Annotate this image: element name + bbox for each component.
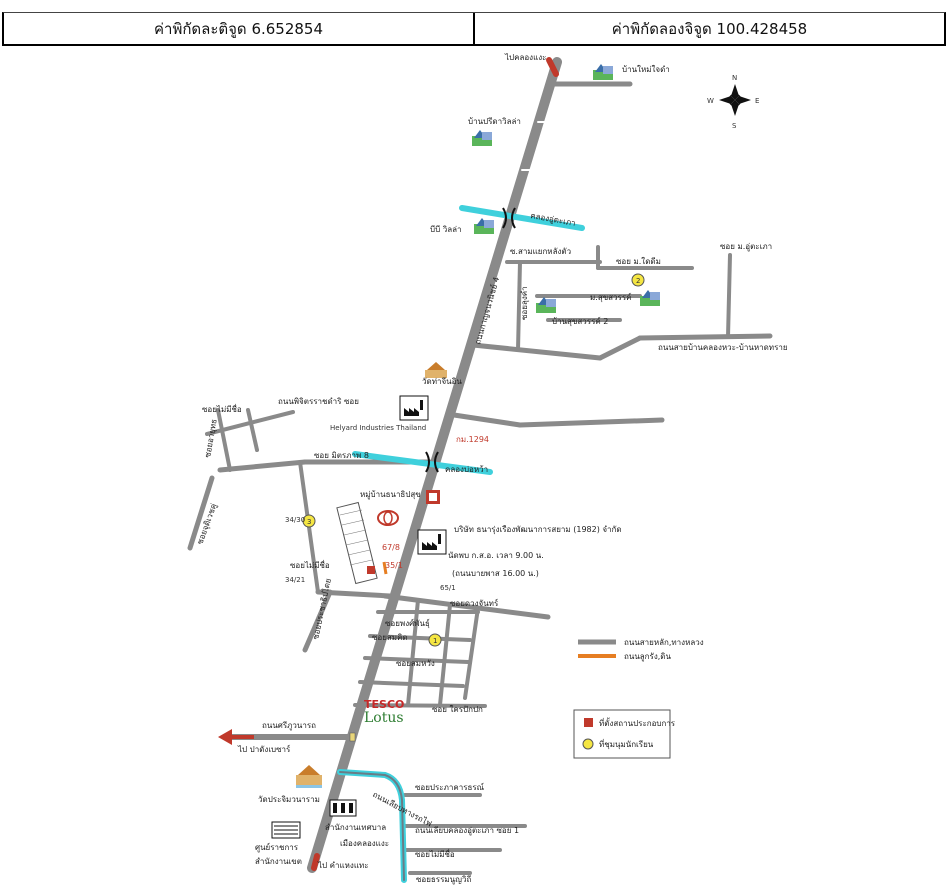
- label-to-north: ไปคลองแงะ: [504, 53, 546, 62]
- lotus-logo: Lotus: [364, 710, 404, 726]
- label-market: ศูนย์ราชการ: [255, 842, 299, 853]
- compass-east: E: [755, 97, 759, 105]
- label-soi-e: ซอยไม่มีชื่อ: [202, 403, 242, 414]
- label-district: สำนักงานเทศบาล: [325, 823, 386, 832]
- label-soi-p: ซอย ใครปักปก: [432, 705, 483, 714]
- label-village-5: บ้านสุขสวรรค์ 2: [552, 316, 608, 326]
- canals: [337, 205, 585, 883]
- label-soi-b: ซอย ม.ใดดีม: [616, 257, 661, 266]
- south-arrow-icon: [311, 853, 320, 871]
- label-km-marker: กม.1294: [456, 435, 489, 444]
- village-icon: [536, 297, 556, 313]
- legend-red-square: [584, 718, 593, 727]
- office-building-icon: [271, 821, 301, 839]
- label-village-6: หมู่บ้านธนาธิปสุข: [360, 490, 421, 500]
- village-icons: [472, 64, 660, 313]
- label-soi-c: ซอย ม.อู่ตะเภา: [720, 242, 772, 252]
- latitude-label: ค่าพิกัดละติจูด 6.652854: [153, 19, 324, 38]
- label-soi-a: ซ.สามแยกหลังตัว: [510, 247, 571, 256]
- longitude-label: ค่าพิกัดลองจิจูด 100.428458: [473, 13, 944, 44]
- legend-yellow-circle: [582, 738, 594, 750]
- label-meeting-line-1: นัดพบ ก.ส.อ. เวลา 9.00 น.: [448, 551, 544, 560]
- svg-text:1: 1: [433, 637, 437, 645]
- village-icon: [593, 64, 613, 80]
- legend-alt-road: ถนนลูกรัง,ดิน: [624, 652, 671, 662]
- label-soi-l: ซอยดวงจันทร์: [450, 598, 499, 608]
- label-to-west: ไป ปาดังเบซาร์: [237, 744, 291, 754]
- label-soi-t: ซอยไม่มีชื่อ: [415, 848, 455, 859]
- label-company: บริษัท ธนารุ่งเรืองพัฒนาการสยาม (1982) จ…: [454, 525, 622, 534]
- label-soi-j: ซอยไม่มีชื่อ: [290, 559, 330, 570]
- village-icon: [640, 290, 660, 306]
- label-red-number-1: 67/8: [382, 543, 400, 552]
- svg-text:2: 2: [636, 277, 640, 285]
- label-village-4: ม.สุขสวรรค์: [590, 292, 632, 302]
- destination-marker: [367, 566, 375, 574]
- factory-icon: [399, 395, 429, 421]
- tesco-logo: TESCO: [364, 698, 404, 711]
- label-soi-m: ซอยพงศ์พันธุ์: [385, 618, 430, 628]
- label-soi-n: ซอยสมคิด: [372, 633, 408, 642]
- canal-north: [459, 205, 585, 231]
- label-canal-north: คลองอู่ตะเภา: [529, 211, 576, 229]
- label-market-2: สำนักงานเขต: [255, 857, 302, 866]
- yellow-markers: 2 3 1: [302, 273, 645, 647]
- west-arrow-icon: [218, 729, 232, 745]
- label-temple: วัดท่าจีนอิน: [422, 377, 462, 386]
- coordinate-header: ค่าพิกัดละติจูด 6.652854 ค่าพิกัดลองจิจู…: [2, 12, 946, 46]
- label-to-south: ไป คำแหงแทะ: [317, 861, 369, 870]
- legend-red-square-label: ที่ตั้งสถานประกอบการ: [599, 717, 676, 728]
- label-soi-o: ซอยสมหวัง: [396, 659, 435, 668]
- label-meeting-line-2: (ถนนบายพาส 16.00 น.): [452, 569, 539, 578]
- legend-main-road: ถนนสายหลัก,ทางหลวง: [624, 638, 704, 647]
- label-soi-d: ซอยลุงคำ: [520, 286, 529, 320]
- label-district-2: เมืองคลองแงะ: [340, 839, 389, 848]
- housing-block: [336, 501, 378, 585]
- direction-arrows: [218, 57, 559, 871]
- canal-middle: [352, 451, 493, 475]
- compass-west: W: [707, 97, 714, 105]
- label-canal-south: คลองบ่อหว้า: [445, 465, 488, 474]
- factory-icon: [417, 529, 447, 555]
- label-soi-i: ซอย มิตรภาพ 8: [314, 451, 369, 460]
- map-labels: ไปคลองแงะ บ้านใหม่ใจดำ บ้านปรีดาวิลล่า ค…: [195, 53, 787, 885]
- toyota-logo: [377, 510, 399, 526]
- village-icon: [474, 218, 494, 234]
- svg-text:3: 3: [307, 518, 311, 526]
- compass-south: S: [732, 122, 737, 130]
- label-point-65: 65/1: [440, 584, 456, 592]
- north-arrow-icon: [546, 57, 559, 77]
- compass-north: N: [732, 74, 737, 82]
- label-soi-g: ซอยอายุทธ: [203, 418, 219, 458]
- label-village-2: บ้านปรีดาวิลล่า: [468, 117, 521, 126]
- compass-rose: N S E W: [707, 74, 759, 130]
- label-factory-1: Helyard Industries Thailand: [330, 424, 426, 432]
- legend-yellow-circle-label: ที่ชุมนุมนักเรียน: [599, 738, 654, 749]
- label-point-34: 34/21: [285, 576, 305, 584]
- label-west-road: ถนนศรีภูวนารถ: [262, 721, 316, 731]
- label-soi-q: ซอยประภาคารธรณ์: [415, 782, 485, 792]
- label-red-number-2: 35/1: [385, 561, 403, 570]
- temple-icon: [296, 765, 322, 788]
- label-soi-s: ถนนเลียบคลองอู่ตะเภา ซอย 1: [415, 826, 519, 836]
- label-road-east: ถนนสายบ้านคลองหวะ-บ้านหาดทราย: [658, 343, 788, 352]
- label-soi-f: ถนนพิจิตรราชดำริ ซอย: [278, 397, 359, 406]
- government-building-icon: [329, 799, 357, 817]
- bridge-icons: [425, 207, 516, 473]
- label-temple-2: วัดประจิมวนาราม: [258, 795, 320, 804]
- label-village-3: บีบี วิลล่า: [430, 225, 462, 234]
- village-icon: [472, 130, 492, 146]
- legend: ถนนสายหลัก,ทางหลวง ถนนลูกรัง,ดิน ที่ตั้ง…: [573, 638, 704, 759]
- route-map: TESCO Lotus 2 3 1 N S E W ไปคลองแงะ บ้าน…: [187, 53, 788, 885]
- label-point-3: 34/30: [285, 516, 305, 524]
- label-village-1: บ้านใหม่ใจดำ: [622, 65, 670, 74]
- label-soi-k: ซอยประชาธิปไตย: [311, 578, 333, 641]
- temple-icon: [425, 362, 447, 378]
- label-soi-u: ซอยธรรมนูญวิถี: [416, 875, 471, 885]
